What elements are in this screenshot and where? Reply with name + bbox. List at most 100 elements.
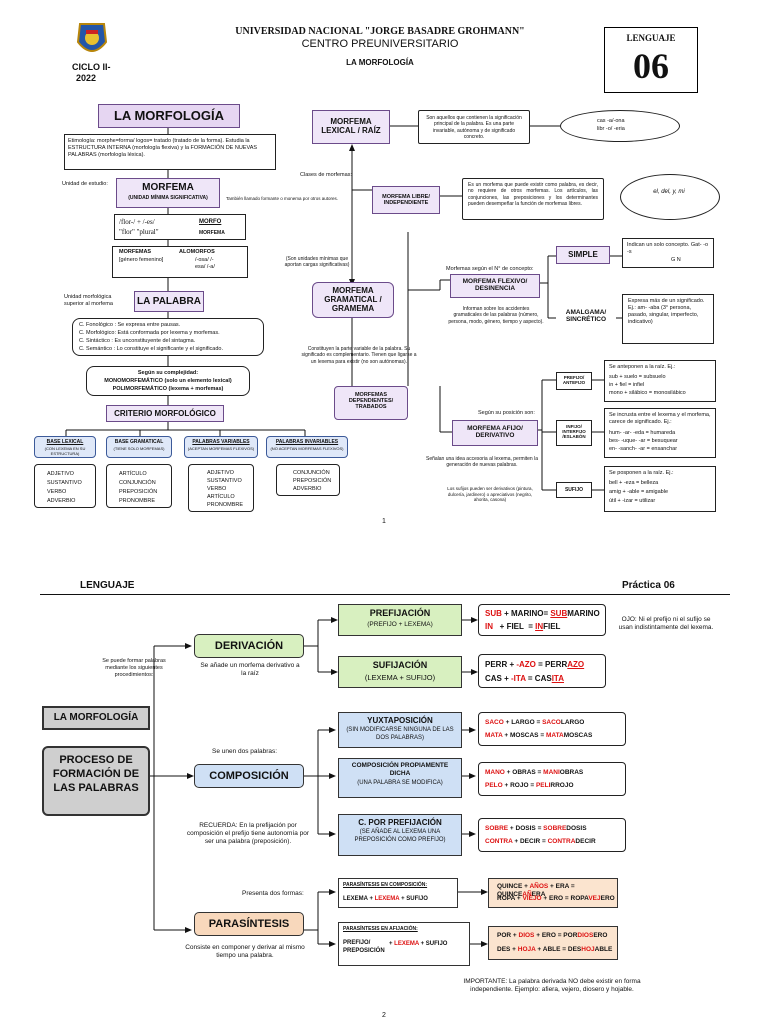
yuxtaposicion-title: YUXTAPOSICIÓN (367, 716, 433, 725)
list-item: ARTÍCULO (207, 494, 235, 500)
parasintesis-box: PARASÍNTESIS (194, 912, 304, 936)
infijo-definition: Se incrusta entre el lexema y el morfema… (609, 412, 711, 425)
morfo-example-1: /flor-/ + /-es/ (119, 218, 155, 226)
palabras-variables-title: PALABRAS VARIABLES (192, 439, 250, 445)
pafij-formula-1: PREFIJO/ PREPOSICIÓN (343, 940, 385, 954)
base-lexical-box: BASE LEXICAL (CON LEXEMA EN SU ESTRUCTUR… (34, 436, 96, 458)
list-item: PRONOMBRE (119, 498, 156, 504)
morfo-example-2: "flor" "plural" (119, 228, 159, 236)
sufijacion-example: CAS + -ITA = CASITA (485, 674, 564, 683)
morfema-box: MORFEMA (UNIDAD MÍNIMA SIGNIFICATIVA) (116, 178, 220, 208)
prefijo-example: mono + silábico = monosilábico (609, 390, 686, 396)
list-item: VERBO (207, 486, 227, 492)
pafij-box: PARASÍNTESIS EN AFIJACIÓN: PREFIJO/ PREP… (338, 922, 470, 966)
list-item: SUSTANTIVO (207, 478, 242, 484)
page2-left-header: LENGUAJE (80, 580, 135, 591)
pcomp-examples: QUINCE + AÑOS + ERA = QUINCEAÑERA ROPA +… (488, 878, 618, 908)
propia-title: COMPOSICIÓN PROPIAMENTE DICHA (351, 762, 449, 778)
lesson-number: 06 (633, 46, 669, 86)
page2-title-box: LA MORFOLOGÍA (42, 706, 150, 730)
list-item: VERBO (47, 489, 67, 495)
criterio-fonologico: C. Fonológico : Se expresa entre pausas. (79, 322, 181, 328)
sufijo-example: bell + -eza = belleza (609, 480, 659, 486)
clases-morfemas-label: Clases de morfemas: (300, 172, 352, 178)
cycle-year: 2022 (76, 73, 97, 83)
propia-example: PELO + ROJO = PELIRROJO (485, 782, 574, 789)
palabras-variables-list: ADJETIVO SUSTANTIVO VERBO ARTÍCULO PRONO… (188, 464, 254, 512)
palabra-note: Unidad morfológica superior al morfema (64, 294, 113, 307)
afijo-box: MORFEMA AFIJO/ DERIVATIVO (452, 420, 538, 446)
subject-label: LENGUAJE (626, 33, 676, 43)
yuxtaposicion-example: SACO + LARGO = SACOLARGO (485, 719, 585, 726)
dependientes-box: MORFEMAS DEPENDIENTES/ TRABADOS (334, 386, 408, 420)
list-item: PREPOSICIÓN (119, 489, 158, 495)
sufijo-definition-box: Se posponen a la raíz. Ej.: bell + -eza … (604, 466, 716, 512)
complejidad-box: Según su complejidad: MONOMORFEMÁTICO (s… (86, 366, 250, 396)
monomorfematico: MONOMORFEMÁTICO (solo un elemento lexica… (104, 378, 232, 384)
propia-box: COMPOSICIÓN PROPIAMENTE DICHA (UNA PALAB… (338, 758, 462, 798)
prefijo-definition: Se anteponen a la raíz. Ej.: (609, 364, 676, 370)
page2-divider (40, 594, 730, 595)
pcomp-example: QUINCE + AÑOS + ERA = QUINCEAÑERA (497, 883, 575, 899)
lexical-example-ellipse: cas -a/-ona libr -o/ -eria (560, 110, 680, 142)
sufijacion-example: PERR + -AZO = PERRAZO (485, 660, 585, 669)
lexical-example-2: libr -o/ -eria (597, 126, 625, 132)
infijo-box: INFIJO/ INTERFIJO /ESLABÓN (556, 420, 592, 446)
infijo-example: bes- -uque- -ar = besuquear (609, 438, 678, 444)
simple-box: SIMPLE (556, 246, 610, 264)
page2-intro: Se puede formar palabras mediante los si… (102, 658, 166, 678)
infijo-example: en- -sanch- -ar = ensanchar (609, 446, 678, 452)
yuxtaposicion-example: MATA + MOSCAS = MATAMOSCAS (485, 732, 593, 739)
flexivo-definition: Informan sobre los accidentes gramatical… (448, 306, 544, 325)
constituyen-note: Constituyen la parte variable de la pala… (301, 346, 417, 365)
lexical-example-1: cas -a/-ona (597, 118, 625, 124)
propia-examples: MANO + OBRAS = MANIOBRAS PELO + ROJO = P… (478, 762, 626, 796)
palabras-invariables-title: PALABRAS INVARIABLES (275, 439, 339, 445)
proceso-box: PROCESO DE FORMACIÓN DE LAS PALABRAS (42, 746, 150, 816)
prefijacion-example: SUB + MARINO= SUBMARINO (485, 609, 600, 618)
complejidad-title: Según su complejidad: (137, 370, 199, 376)
sufijacion-box: SUFIJACIÓN (LEXEMA + SUFIJO) (338, 656, 462, 688)
presenta-label: Presenta dos formas: (242, 890, 304, 897)
polimorfematico: POLIMORFEMÁTICO (lexema + morfemas) (112, 386, 224, 392)
base-gramatical-box: BASE GRAMATICAL (TIENE SOLO MORFEMAS) (106, 436, 172, 458)
page2-right-header: Práctica 06 (622, 580, 675, 591)
composicion-box: COMPOSICIÓN (194, 764, 304, 788)
derivacion-box: DERIVACIÓN (194, 634, 304, 658)
lexical-definition: Son aquellos que contienen la significac… (418, 110, 530, 144)
sufijo-box: SUFIJO (556, 482, 592, 498)
amalgama-box: AMALGAMA/ SINCRÉTICO (556, 306, 616, 330)
amalgama-definition: Expresa más de un significado. Ej.: am- … (622, 294, 714, 344)
libre-example-ellipse: el, del, y, mi (620, 174, 720, 220)
prefijo-example: sub + suelo = subsuelo (609, 374, 666, 380)
yuxtaposicion-box: YUXTAPOSICIÓN (SIN MODIFICARSE NINGUNA D… (338, 712, 462, 748)
morfema-title: MORFEMA (142, 182, 194, 193)
afijo-note: Señalan una idea accesoria al lexema, pe… (425, 456, 538, 469)
morfema-subtitle: (UNIDAD MÍNIMA SIGNIFICATIVA) (128, 195, 208, 201)
morfemas-value: [género femenino] (119, 257, 164, 263)
unidad-estudio-label: Unidad de estudio: (62, 181, 108, 187)
pcomp-example: ROPA + VIEJO + ERO = ROPAVEJERO (497, 895, 615, 902)
morfema-note: También llamado formante o monema por ot… (226, 196, 339, 201)
list-item: CONJUNCIÓN (293, 470, 330, 476)
lesson-badge: LENGUAJE 06 (604, 27, 698, 93)
prefijo-definition-box: Se anteponen a la raíz. Ej.: sub + suelo… (604, 360, 716, 402)
libre-box: MORFEMA LIBRE/ INDEPENDIENTE (372, 186, 440, 214)
alomorfos-value: /-osa/ /-esa/ /-a/ (195, 257, 215, 270)
pafij-examples: POR + DIOS + ERO = PORDIOSERO DES + HOJA… (488, 926, 618, 960)
propia-example: MANO + OBRAS = MANIOBRAS (485, 769, 584, 776)
unen-label: Se unen dos palabras: (212, 748, 278, 755)
criterios-box: C. Fonológico : Se expresa entre pausas.… (72, 318, 264, 356)
pafij-example: POR + DIOS + ERO = PORDIOSERO (497, 932, 608, 939)
sufijacion-examples: PERR + -AZO = PERRAZO CAS + -ITA = CASIT… (478, 654, 606, 688)
flexivo-box: MORFEMA FLEXIVO/ DESINENCIA (450, 274, 540, 298)
topic-title: LA MORFOLOGÍA (346, 58, 414, 67)
base-lexical-sub: (CON LEXEMA EN SU ESTRUCTURA) (44, 446, 86, 456)
list-item: ARTÍCULO (119, 471, 147, 477)
list-item: ADVERBIO (293, 486, 322, 492)
page-number-2: 2 (382, 1012, 386, 1019)
pafij-example: DES + HOJA + ABLE = DESHOJABLE (497, 946, 613, 953)
libre-definition: Es un morfema que puede existir como pal… (462, 178, 604, 220)
prefijacion-title: PREFIJACIÓN (369, 608, 431, 618)
